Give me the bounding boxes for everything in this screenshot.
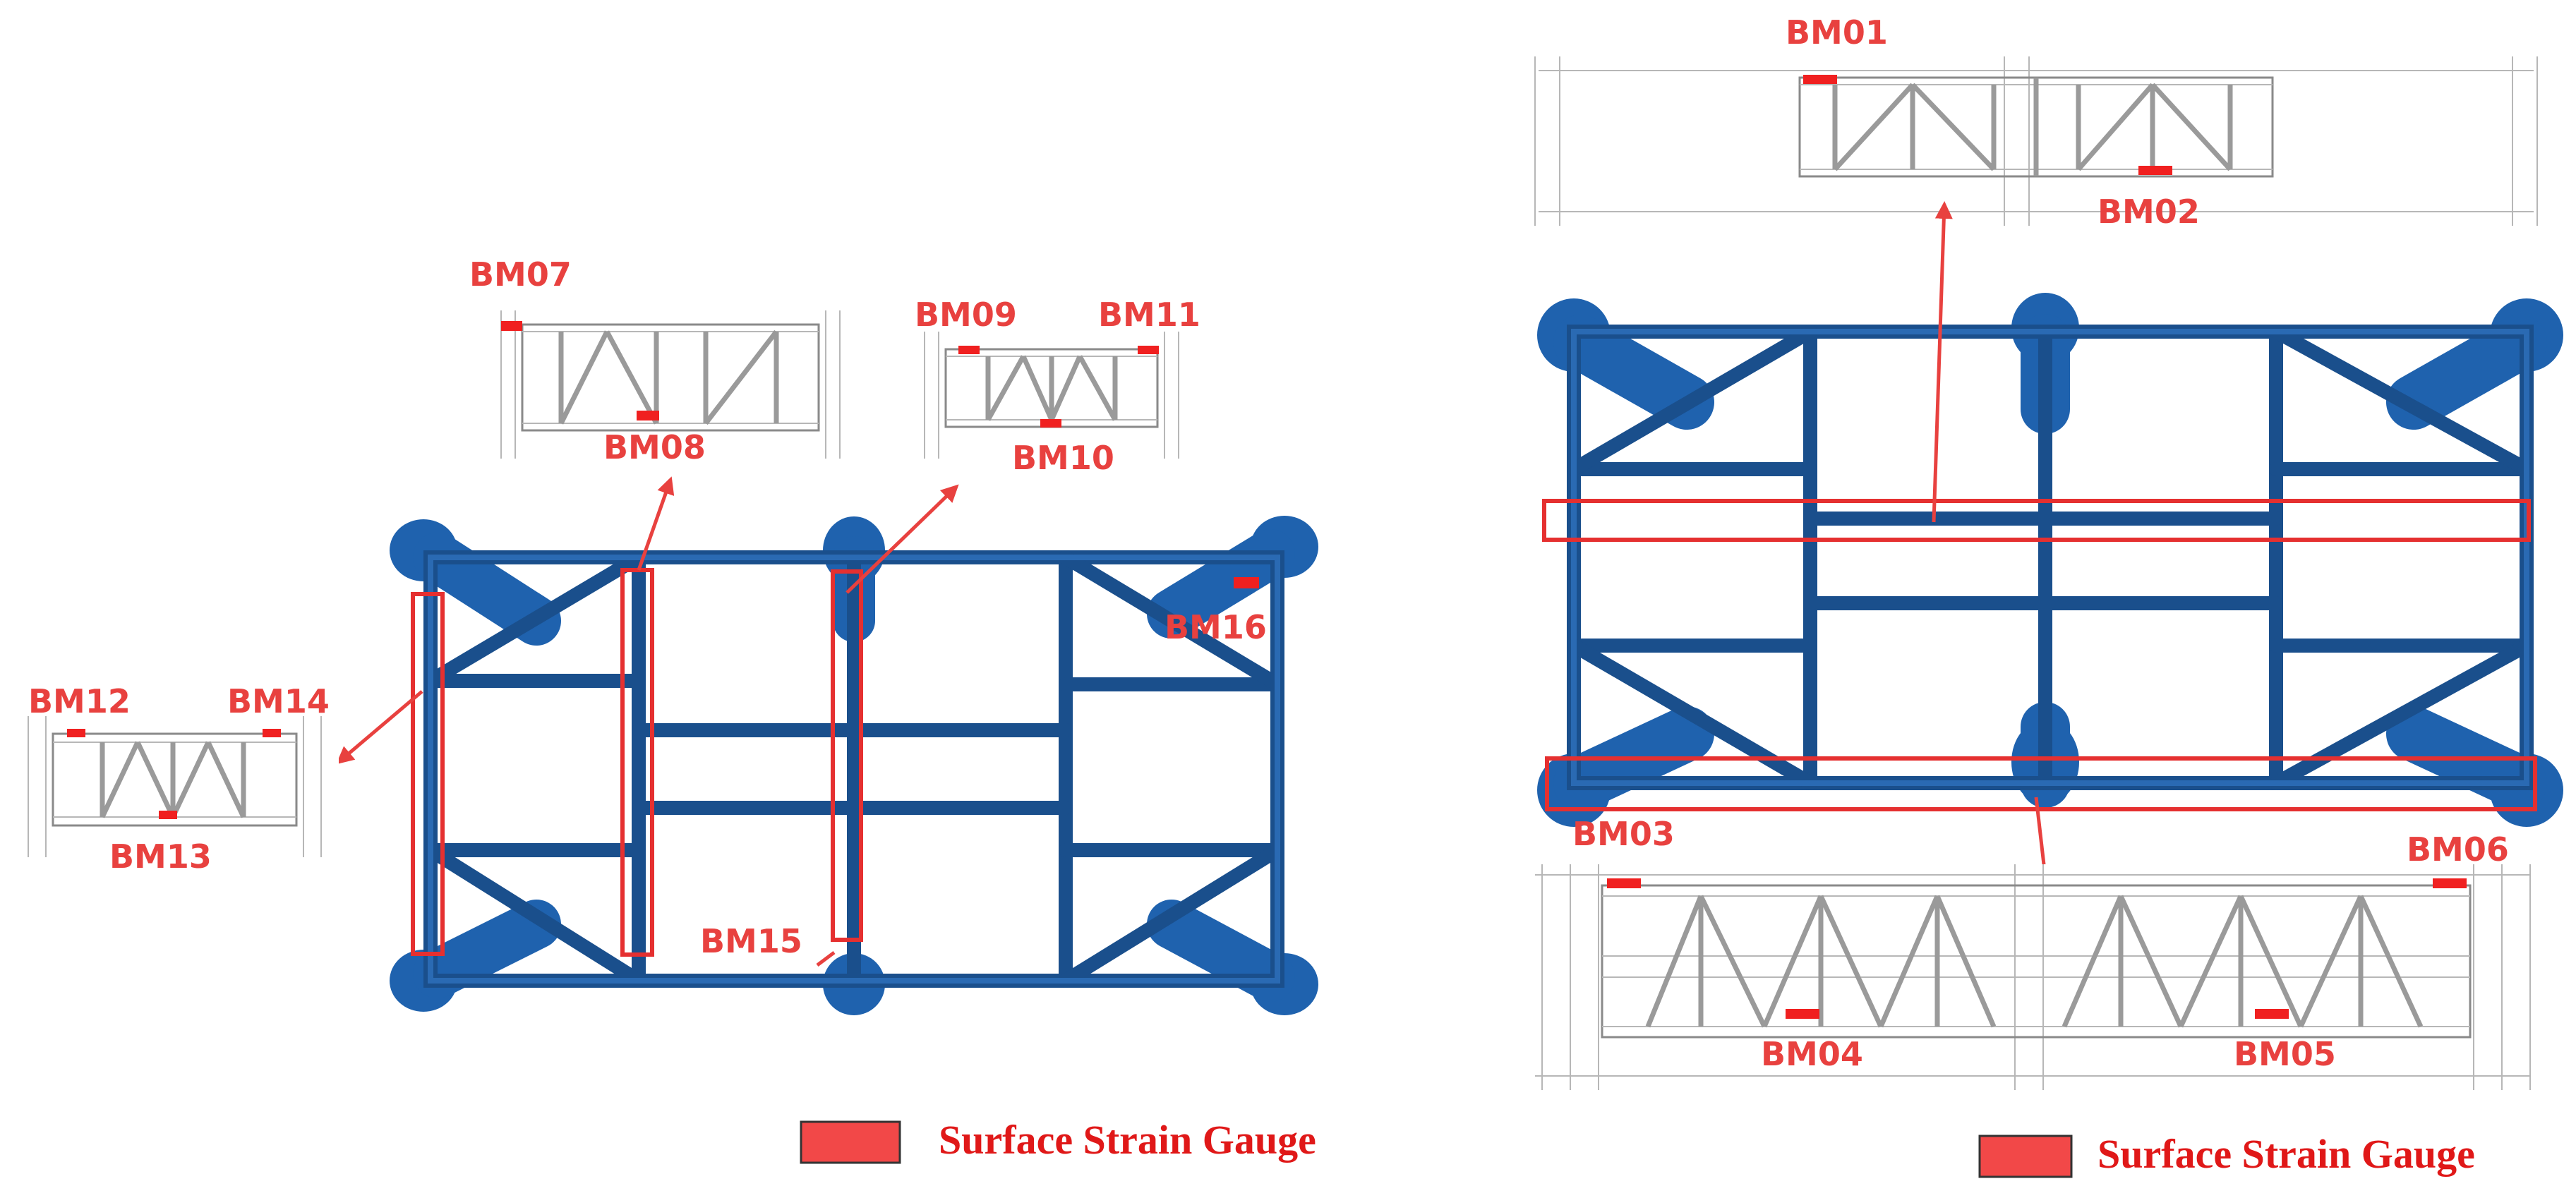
legend-swatch [1978, 1135, 2073, 1178]
leader-arrow [336, 690, 423, 765]
truss-detail-bm01-02 [1531, 56, 2541, 226]
legend-swatch [800, 1120, 901, 1164]
diagonal-beam [423, 550, 646, 688]
selection-box-bm12-14 [411, 592, 445, 956]
column-brace [413, 900, 561, 998]
leader-arrow [637, 476, 675, 571]
gauge-marker-bm06 [2433, 878, 2467, 888]
gauge-marker-bm04 [1786, 1009, 1819, 1019]
diagonal-beam [423, 843, 646, 988]
truss-detail-bm12-14 [14, 716, 339, 857]
gauge-marker-bm12 [67, 729, 85, 737]
gauge-marker-bm10 [1040, 419, 1061, 428]
truss-detail-bm03-06 [1528, 864, 2537, 1090]
label-bm15: BM15 [700, 922, 802, 960]
column-brace [2386, 315, 2547, 430]
legend-label: Surface Strain Gauge [2097, 1131, 2475, 1177]
leader-arrow [845, 484, 959, 594]
label-bm06: BM06 [2407, 830, 2509, 869]
right-blue-frame [1537, 293, 2563, 827]
label-bm13: BM13 [109, 837, 212, 876]
label-bm04: BM04 [1761, 1035, 1863, 1073]
selection-box-bm07-08 [620, 568, 654, 957]
label-bm05: BM05 [2234, 1035, 2336, 1073]
label-bm14: BM14 [227, 682, 330, 720]
label-bm16: BM16 [1164, 608, 1267, 646]
legend-label: Surface Strain Gauge [939, 1117, 1316, 1163]
gauge-marker-bm07 [501, 321, 522, 331]
gauge-marker-bm11 [1138, 346, 1159, 354]
label-bm07: BM07 [469, 255, 572, 294]
gauge-marker-bm16 [1234, 577, 1259, 588]
diagonal-beam [1059, 550, 1284, 691]
truss-detail-bm09-11 [910, 332, 1193, 459]
label-bm08: BM08 [603, 428, 706, 466]
truss-detail-bm07-08 [473, 310, 868, 459]
label-bm10: BM10 [1012, 439, 1114, 477]
selection-box-bm09-11 [831, 569, 863, 942]
leader-arrow [1932, 201, 1953, 523]
gauge-marker-bm13 [159, 811, 177, 819]
label-bm09: BM09 [915, 296, 1017, 334]
label-bm01: BM01 [1786, 13, 1888, 52]
selection-box-bm03-06 [1545, 756, 2537, 811]
frame-highlight [1571, 329, 2529, 786]
gauge-marker-bm09 [958, 346, 980, 354]
diagonal-beam [1567, 325, 1817, 476]
frame-highlight [428, 555, 1280, 984]
diagonal-beam [2269, 325, 2534, 476]
diagonal-beam [1059, 843, 1284, 988]
right-platform-group: BM01 BM02 BM03 BM04 BM05 BM06 Surface St… [1528, 13, 2563, 1178]
label-bm03: BM03 [1572, 815, 1675, 853]
gauge-marker-bm02 [2138, 166, 2172, 175]
column-brace [413, 533, 561, 646]
left-blue-frame [390, 516, 1318, 1015]
left-platform-group: BM07 BM08 BM09 BM10 BM11 BM12 BM13 BM14 … [14, 255, 1318, 1164]
leader-arrow [816, 951, 836, 967]
label-bm11: BM11 [1098, 296, 1200, 334]
gauge-marker-bm03 [1607, 878, 1641, 888]
label-bm12: BM12 [28, 682, 131, 720]
label-bm02: BM02 [2097, 193, 2200, 231]
column-brace [1553, 315, 1714, 430]
column-brace [1147, 900, 1295, 1002]
gauge-marker-bm14 [263, 729, 281, 737]
gauge-marker-bm08 [637, 411, 659, 420]
gauge-marker-bm05 [2255, 1009, 2289, 1019]
selection-box-bm01-02 [1542, 499, 2531, 542]
gauge-marker-bm01 [1803, 75, 1837, 84]
